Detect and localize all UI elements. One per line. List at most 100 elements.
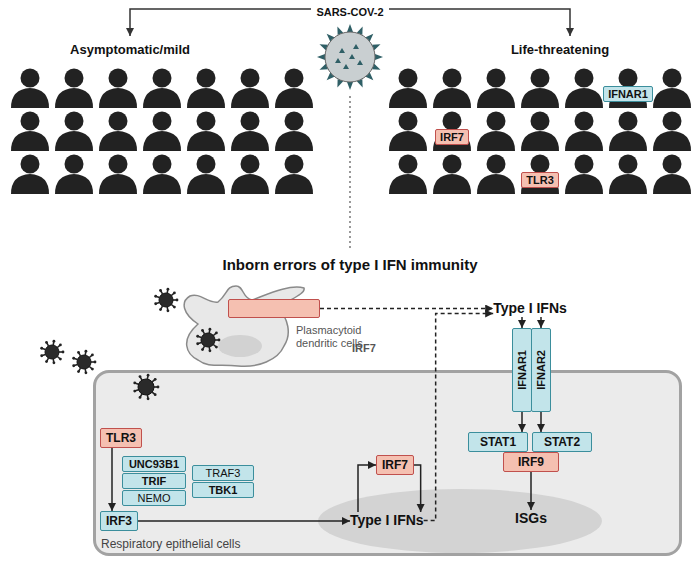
person-silhouette	[143, 155, 181, 195]
people-group	[11, 69, 691, 195]
person-head	[443, 69, 462, 88]
gene-box: TBK1	[192, 482, 254, 498]
epithelial-cell: Respiratory epithelial cellsIFNAR1IFNAR2…	[93, 370, 682, 556]
virus-spike	[339, 48, 345, 53]
person-silhouette	[653, 112, 691, 152]
person-body	[521, 88, 559, 108]
person-body	[609, 131, 647, 151]
virus-spike	[173, 306, 176, 309]
node-text: IRF7	[440, 131, 464, 143]
virus-icon	[133, 374, 159, 400]
gene-box: STAT1	[468, 432, 528, 452]
virus-spike	[94, 361, 97, 364]
virus-spike	[353, 44, 359, 49]
virus-spike	[157, 386, 160, 389]
virus-spike	[159, 308, 162, 311]
virus-spike	[147, 397, 150, 400]
person-silhouette	[477, 69, 515, 109]
person-silhouette	[187, 155, 225, 195]
person-head	[65, 112, 84, 131]
person-body	[99, 88, 137, 108]
person-body	[433, 88, 471, 108]
virus-spike	[133, 390, 136, 393]
person-silhouette	[99, 112, 137, 152]
person-body	[11, 88, 49, 108]
virus-body	[138, 379, 154, 395]
person-head	[487, 155, 506, 174]
person-body	[477, 131, 515, 151]
virus-icon	[72, 350, 96, 374]
person-head	[109, 112, 128, 131]
virus-spike	[176, 299, 179, 302]
person-head	[531, 112, 550, 131]
person-body	[187, 174, 225, 194]
virus-spike	[343, 64, 349, 69]
person-body	[389, 174, 427, 194]
virus-spike	[45, 341, 48, 344]
virus-spike	[77, 370, 80, 373]
gene-box: NEMO	[122, 490, 186, 506]
person-body	[55, 131, 93, 151]
virus-spike	[72, 364, 75, 367]
virus-spike	[91, 368, 94, 371]
person-silhouette	[187, 112, 225, 152]
person-body	[231, 88, 269, 108]
person-silhouette	[565, 69, 603, 109]
person-silhouette	[143, 69, 181, 109]
gene-box: IRF7	[228, 299, 320, 318]
person-head	[443, 112, 462, 131]
person-body	[143, 131, 181, 151]
person-head	[443, 155, 462, 174]
person-head	[65, 155, 84, 174]
node-text: IRF7	[382, 458, 408, 472]
virus-body	[159, 293, 173, 307]
person-silhouette	[433, 69, 471, 109]
gene-box: TRIF	[122, 473, 186, 489]
person-body	[99, 174, 137, 194]
person-body	[143, 174, 181, 194]
person-head	[241, 155, 260, 174]
virus-spike	[375, 54, 383, 60]
person-head	[153, 112, 172, 131]
person-silhouette	[231, 69, 269, 109]
node-text: STAT2	[544, 435, 580, 449]
person-head	[285, 69, 304, 88]
person-head	[21, 155, 40, 174]
person-body	[389, 88, 427, 108]
person-head	[575, 155, 594, 174]
signal-arrow	[540, 317, 542, 328]
virus-spike	[317, 54, 325, 60]
person-head	[197, 112, 216, 131]
person-head	[531, 69, 550, 88]
person-silhouette	[477, 155, 515, 195]
person-head	[487, 112, 506, 131]
virus-spike	[209, 349, 212, 352]
virus-spike	[40, 354, 43, 357]
virus-spike	[196, 342, 199, 345]
signal-arrow	[530, 472, 532, 510]
virus-spike	[85, 371, 88, 374]
person-head	[197, 69, 216, 88]
virus-icon	[196, 328, 220, 352]
node-text: ISGs	[515, 510, 547, 527]
person-body	[99, 131, 137, 151]
person-head	[285, 155, 304, 174]
person-silhouette	[55, 112, 93, 152]
person-silhouette	[565, 155, 603, 195]
person-head	[109, 155, 128, 174]
node-text: NEMO	[138, 492, 171, 504]
person-silhouette	[11, 155, 49, 195]
person-head	[619, 155, 638, 174]
person-silhouette	[389, 69, 427, 109]
person-silhouette	[275, 155, 313, 195]
receptor-box: IFNAR2	[531, 328, 551, 412]
signal-text: ISGs	[515, 510, 547, 527]
gene-box: STAT2	[532, 432, 592, 452]
person-silhouette	[433, 112, 471, 152]
person-body	[521, 131, 559, 151]
virus-spike	[133, 381, 136, 384]
virus-body	[45, 345, 59, 359]
person-silhouette	[609, 69, 647, 109]
virus-body	[201, 333, 215, 347]
